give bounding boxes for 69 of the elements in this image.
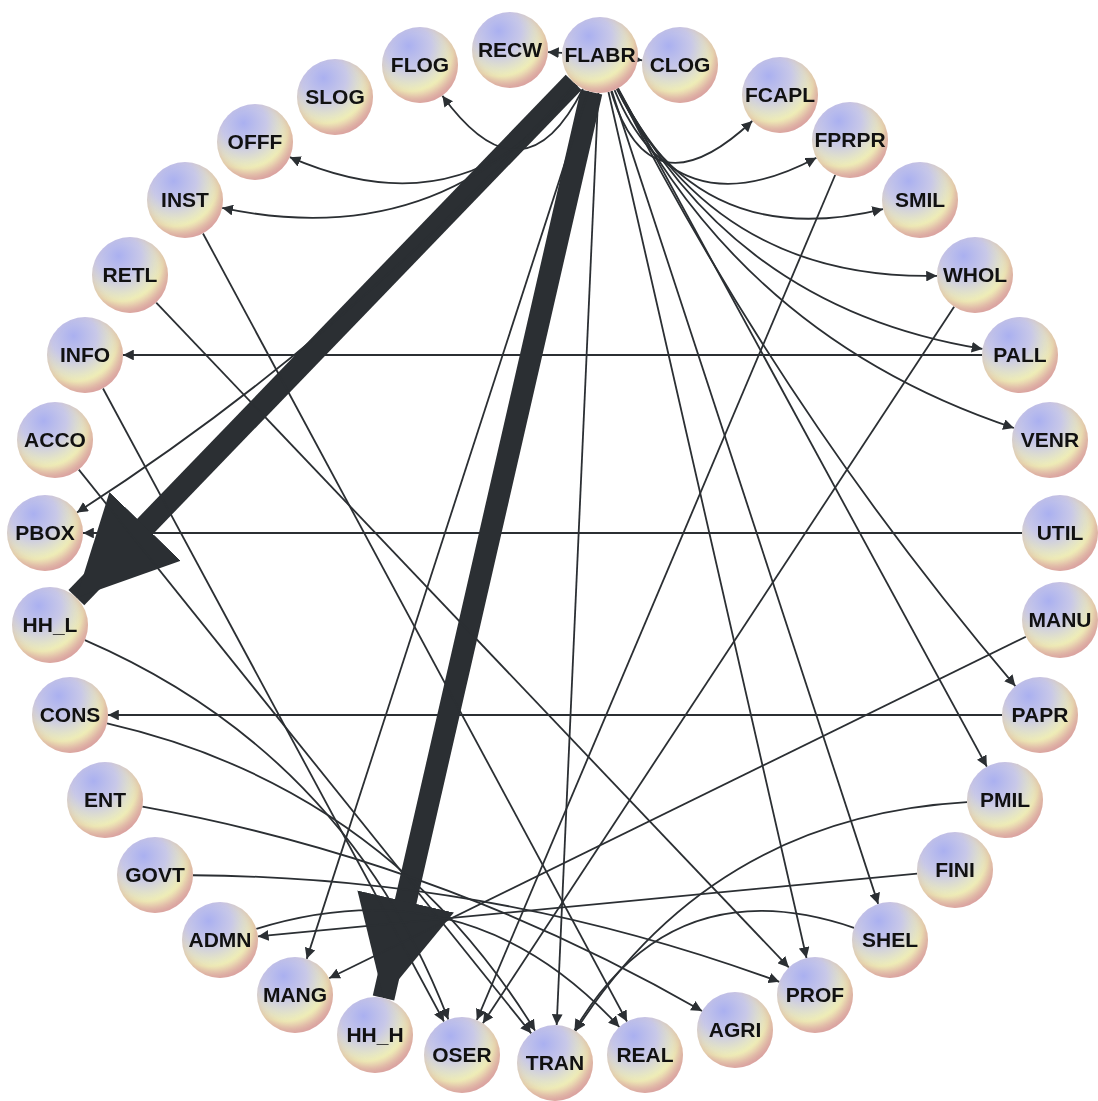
node-label: PBOX [15, 521, 75, 545]
arrow [613, 89, 818, 185]
arrow [122, 349, 983, 361]
arrow [551, 92, 600, 1026]
node-label: FCAPL [745, 83, 815, 107]
sphere-node [812, 102, 888, 178]
sphere-node [967, 762, 1043, 838]
node-label: ACCO [24, 428, 86, 452]
arrow [328, 635, 1027, 980]
node-label: PROF [785, 983, 845, 1007]
node-label: RETL [102, 263, 158, 287]
arrow [202, 232, 628, 1023]
arrow [617, 87, 988, 768]
node-label: RECW [477, 38, 543, 62]
node-label: INFO [59, 343, 111, 367]
node-label: GOVT [125, 863, 185, 887]
node-label: CONS [39, 703, 101, 727]
arrow [615, 88, 884, 220]
node-label: FINI [935, 858, 975, 882]
node-label: VENR [1020, 428, 1080, 452]
arrow [192, 874, 781, 984]
node-label: AGRI [708, 1018, 762, 1042]
arrow [102, 387, 445, 1023]
arrow [610, 90, 754, 164]
node-label: HH_L [22, 613, 78, 637]
node-label: HH_H [346, 1023, 404, 1047]
node-label: ENT [84, 788, 126, 812]
arrow [547, 47, 563, 59]
arrow [255, 909, 621, 1028]
node-label: PMIL [979, 788, 1031, 812]
node-label: REAL [616, 1043, 674, 1067]
node-label: SLOG [305, 85, 365, 109]
arrow [83, 639, 450, 1021]
arrow [155, 301, 790, 969]
arrow [357, 89, 603, 1001]
arrow [304, 90, 590, 960]
arrow [68, 74, 582, 606]
node-label: MANG [262, 983, 328, 1007]
node-label: FPRPR [814, 128, 886, 152]
sphere-node [742, 57, 818, 133]
arrow [574, 801, 968, 1032]
node-label: MANU [1028, 608, 1092, 632]
arrow [82, 527, 1023, 539]
node-label: OFFF [227, 130, 283, 154]
node-label: UTIL [1036, 521, 1084, 545]
node-label: TRAN [525, 1051, 585, 1075]
node-label: INST [161, 188, 209, 212]
arrow [141, 805, 703, 1012]
arrow [256, 872, 919, 941]
node-label: FLABR [564, 43, 636, 67]
node-label: PALL [993, 343, 1047, 367]
arrow [288, 84, 579, 185]
node-label: CLOG [649, 53, 711, 77]
node-label: FLOG [390, 53, 450, 77]
arrow [441, 88, 584, 151]
arrow [573, 910, 855, 1032]
arrow [107, 709, 1003, 721]
arrow [475, 174, 837, 1021]
arrow [482, 305, 955, 1025]
arrow [607, 91, 810, 959]
arrow [610, 90, 880, 905]
node-label: SMIL [894, 188, 946, 212]
node-label: SHEL [862, 928, 918, 952]
arrow [106, 722, 536, 1032]
node-label: WHOL [942, 263, 1008, 287]
arrow [77, 468, 533, 1035]
node-label: PAPR [1011, 703, 1069, 727]
node-label: OSER [432, 1043, 492, 1067]
node-label: ADMN [188, 928, 252, 952]
